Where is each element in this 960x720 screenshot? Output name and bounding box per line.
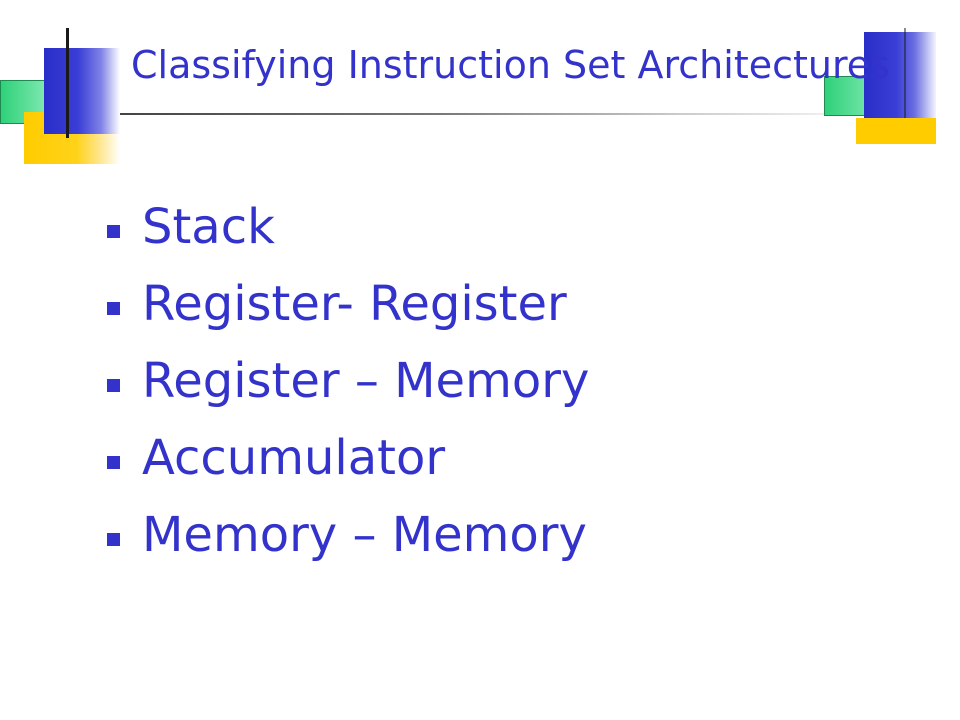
square-bullet-icon [107,533,120,546]
bullet-text: Register – Memory [142,352,590,409]
right-yellow-block [856,118,936,144]
left-blue-block [44,48,120,134]
bullet-text: Register- Register [142,275,567,332]
right-blue-block [864,32,936,118]
right-vertical-line [904,28,906,118]
bullet-item-stack: Stack [107,188,589,265]
square-bullet-icon [107,225,120,238]
title-underline [120,113,824,115]
slide-title: Classifying Instruction Set Architecture… [131,43,890,87]
left-vertical-line [66,28,69,138]
bullet-item-accumulator: Accumulator [107,419,589,496]
square-bullet-icon [107,379,120,392]
bullet-list: Stack Register- Register Register – Memo… [107,188,589,573]
bullet-text: Stack [142,198,275,255]
bullet-item-memory-memory: Memory – Memory [107,496,589,573]
bullet-text: Memory – Memory [142,506,587,563]
square-bullet-icon [107,302,120,315]
bullet-item-register-memory: Register – Memory [107,342,589,419]
square-bullet-icon [107,456,120,469]
bullet-item-register-register: Register- Register [107,265,589,342]
bullet-text: Accumulator [142,429,446,486]
